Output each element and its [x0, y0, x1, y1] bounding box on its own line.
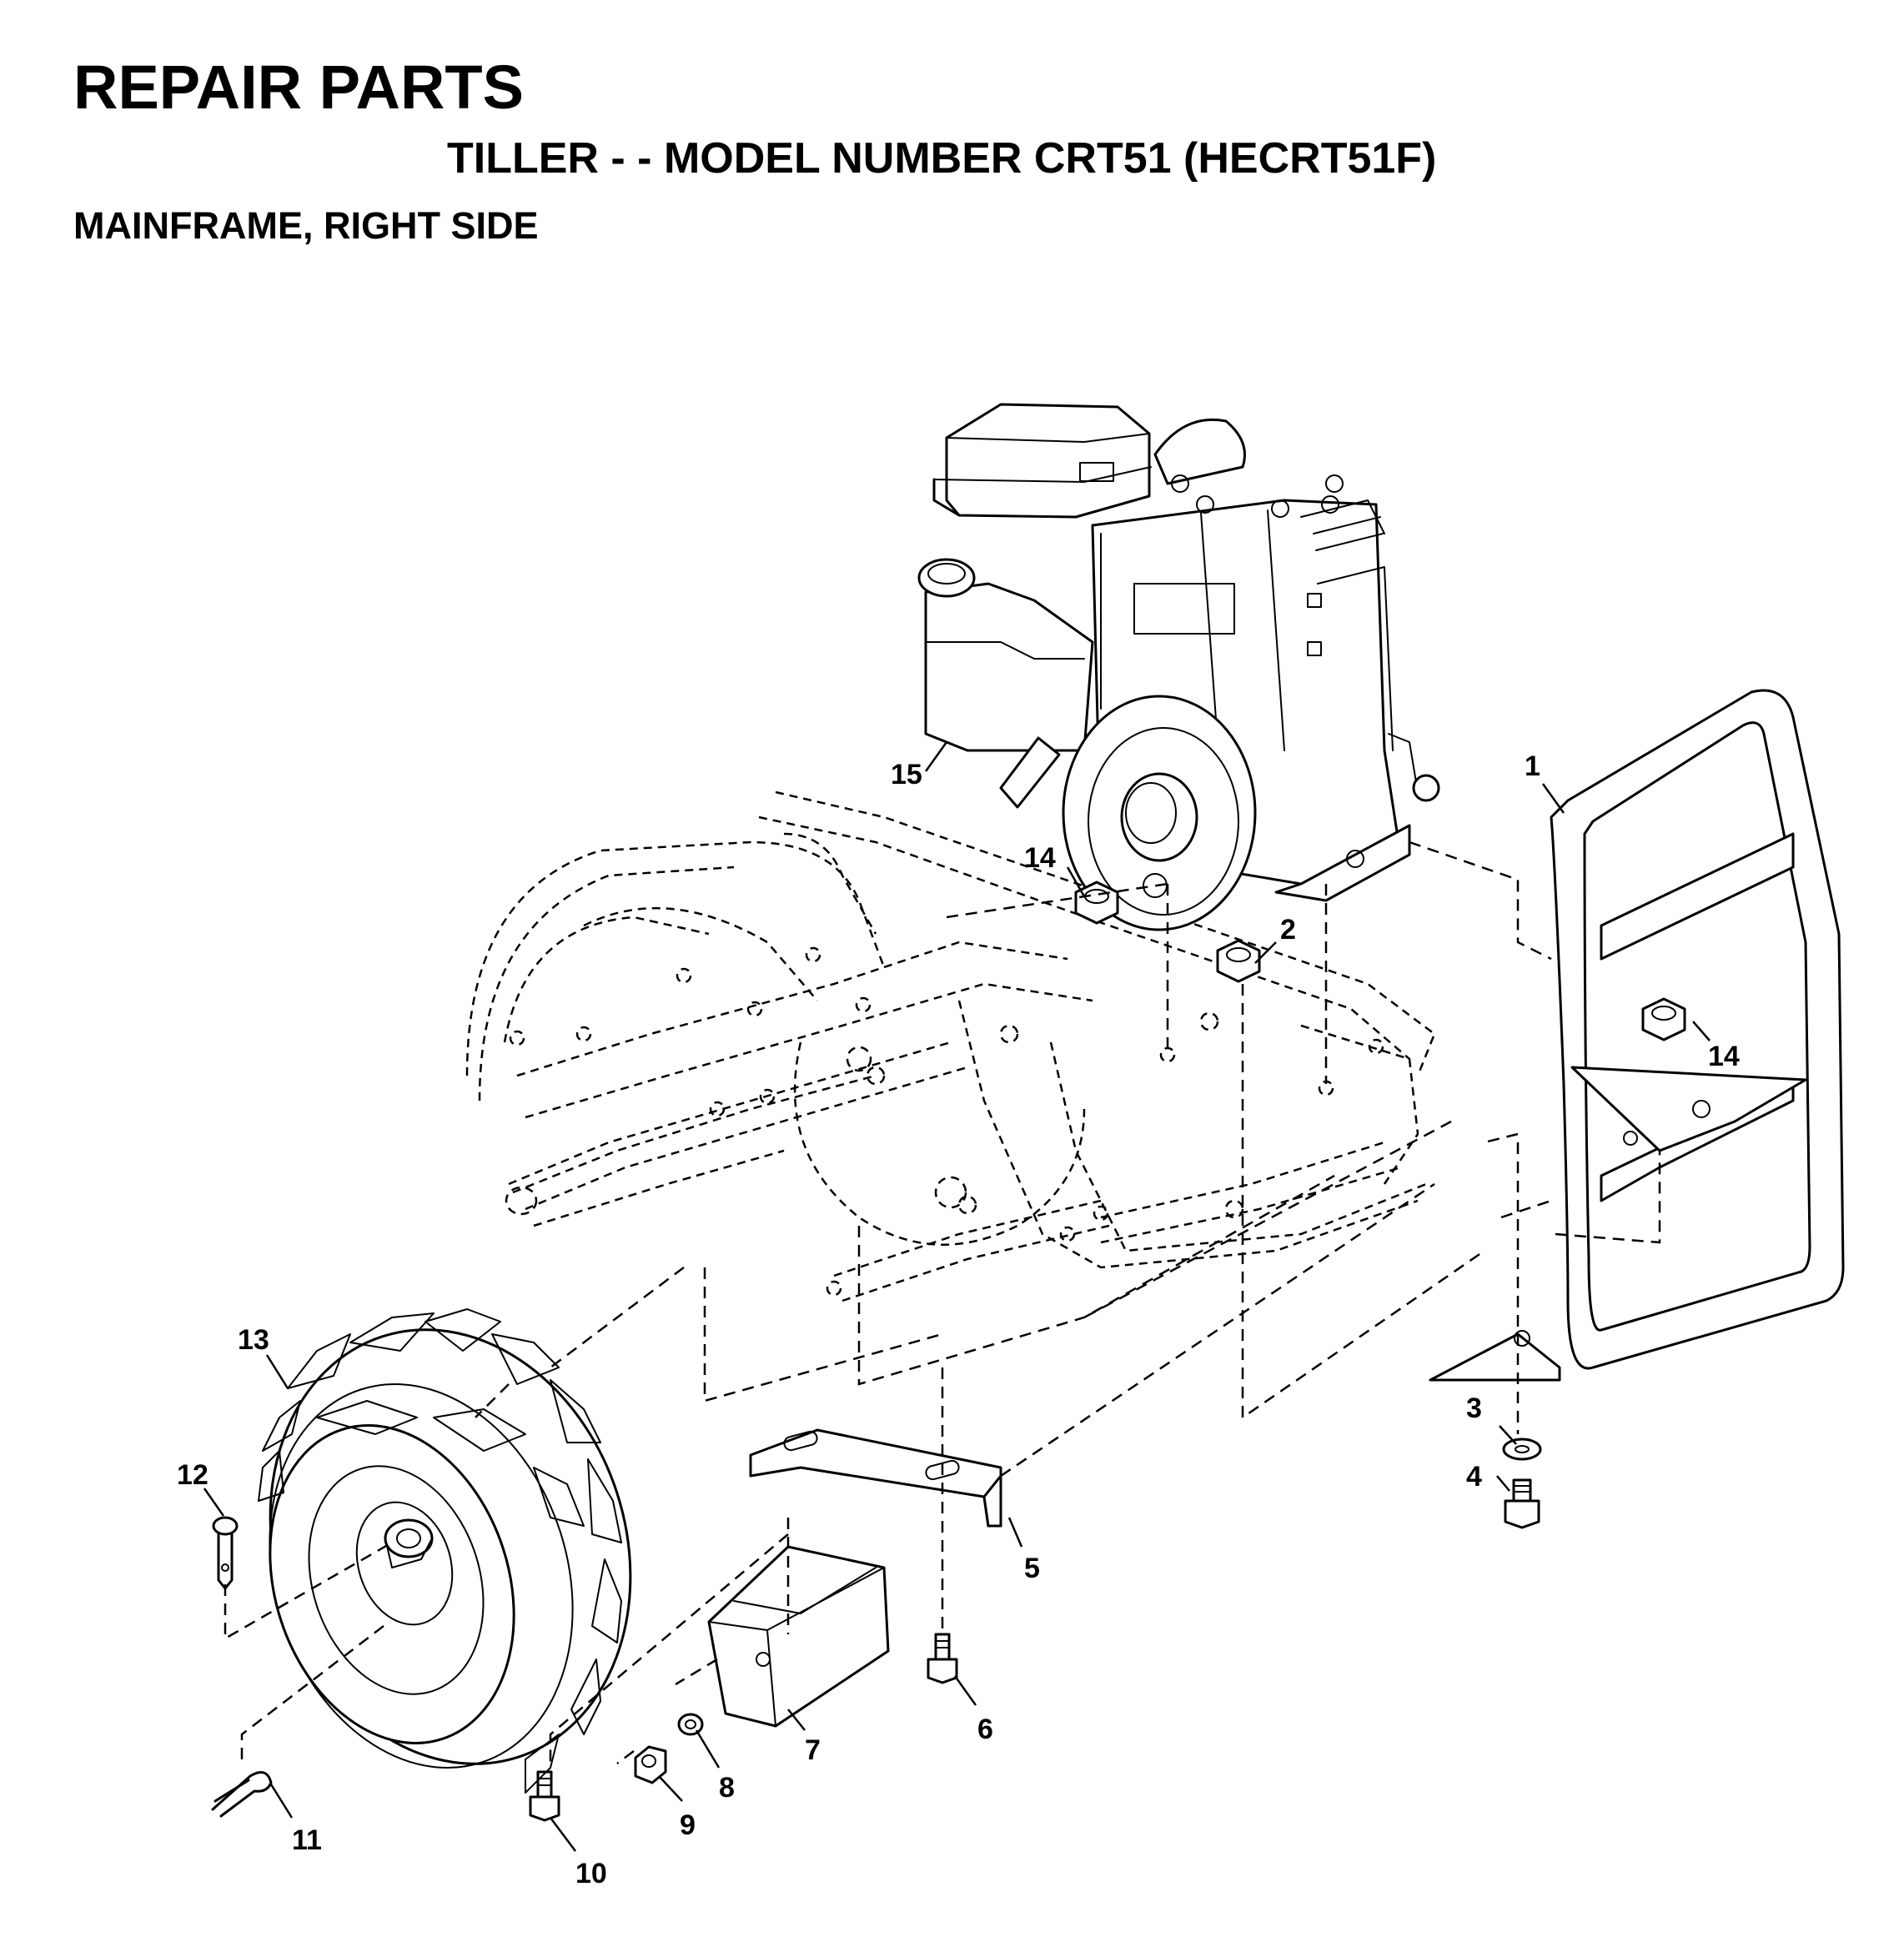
assembly-lines	[224, 841, 1661, 1768]
callout-1: 1	[1525, 750, 1540, 782]
callout-8: 8	[719, 1772, 735, 1804]
bumper-frame	[1429, 689, 1845, 1382]
callout-5: 5	[1024, 1553, 1040, 1584]
hairpin-clip-11	[211, 1771, 273, 1818]
callout-4: 4	[1466, 1461, 1482, 1493]
callout-11: 11	[292, 1824, 322, 1856]
callout-10: 10	[575, 1858, 607, 1889]
lock-washer-8	[677, 1713, 704, 1736]
callout-12: 12	[177, 1459, 208, 1491]
bracket-5	[749, 1428, 1002, 1528]
nut-9	[634, 1745, 667, 1784]
tiller-frame-outline	[465, 790, 1436, 1302]
screw-6	[927, 1633, 958, 1684]
engine	[917, 403, 1440, 931]
callout-14a: 14	[1024, 842, 1056, 874]
flange-nut-14a	[1074, 881, 1119, 925]
bolt-4	[1504, 1478, 1540, 1529]
page-title: REPAIR PARTS	[73, 53, 524, 122]
weight-block-7	[707, 1545, 890, 1728]
flange-nut-14b	[1641, 997, 1686, 1041]
wheel-tire-13	[258, 1308, 632, 1794]
callout-2: 2	[1280, 914, 1296, 946]
washer-3	[1502, 1438, 1542, 1461]
callout-15: 15	[891, 759, 922, 790]
screw-10	[529, 1770, 560, 1822]
section-title: MAINFRAME, RIGHT SIDE	[73, 204, 539, 247]
callout-14b: 14	[1708, 1041, 1740, 1072]
model-title: TILLER - - MODEL NUMBER CRT51 (HECRT51F)	[447, 134, 1437, 183]
callout-labels: 1 2 3 4 5 6 7 8 9 10 11 12 13 14 14 15	[177, 750, 1740, 1889]
leader-lines	[203, 741, 1711, 1852]
callout-3: 3	[1466, 1393, 1482, 1424]
callout-7: 7	[805, 1734, 821, 1766]
clevis-pin-12	[212, 1516, 239, 1590]
flange-nut-2	[1216, 939, 1261, 983]
callout-9: 9	[680, 1809, 696, 1841]
callout-13: 13	[238, 1324, 269, 1356]
callout-6: 6	[977, 1714, 993, 1745]
